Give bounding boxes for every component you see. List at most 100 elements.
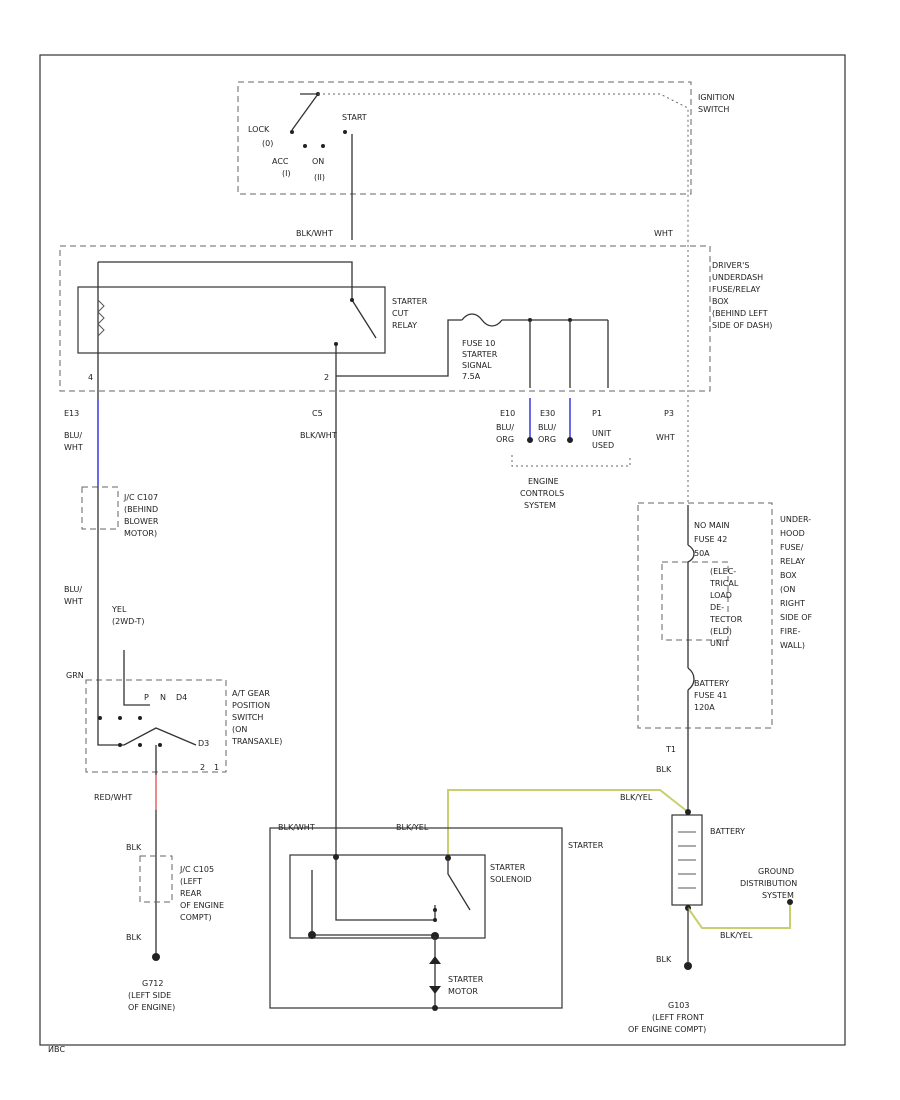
underhood-label-10: WALL) xyxy=(780,641,805,650)
ign-switch-title-1: IGNITION xyxy=(698,93,734,102)
solenoid-label-2: SOLENOID xyxy=(490,875,532,884)
gear-switch-5: TRANSAXLE) xyxy=(231,737,282,746)
underhood-label-1: UNDER- xyxy=(780,515,811,524)
right-connector: P3 xyxy=(664,409,674,418)
g103-ground-point xyxy=(684,962,692,970)
gear-pos-d4: D4 xyxy=(176,693,187,702)
g103-label-1: G103 xyxy=(668,1001,689,1010)
ign-label-lock: LOCK xyxy=(248,125,270,134)
motor-label-1: STARTER xyxy=(448,975,484,984)
ign-label-acc-num: (I) xyxy=(282,169,291,178)
starter-wire-left: BLK/WHT xyxy=(278,823,315,832)
right-pin-t1: T1 xyxy=(665,745,676,754)
starter-assembly: STARTER BLK/WHT BLK/YEL STARTER SOLENOID… xyxy=(269,823,604,1011)
gear-switch-4: (ON xyxy=(232,725,247,734)
fuse-box-pin-a: 4 xyxy=(88,373,93,382)
battery-fuse-3: 120A xyxy=(694,703,715,712)
g103-label-2: (LEFT FRONT xyxy=(652,1013,704,1022)
left-wire1-b: WHT xyxy=(64,443,83,452)
g712-label-3: OF ENGINE) xyxy=(128,1003,175,1012)
eld-unit-3: LOAD xyxy=(710,591,732,600)
left-wire5: BLK xyxy=(126,933,142,942)
starter-label: STARTER xyxy=(568,841,604,850)
underhood-label-7: RIGHT xyxy=(780,599,805,608)
center-wire: BLK/WHT xyxy=(300,431,337,440)
gear-pos-p: P xyxy=(144,693,149,702)
solenoid-label-1: STARTER xyxy=(490,863,526,872)
ec-label-2: CONTROLS xyxy=(520,489,564,498)
motor-label-2: MOTOR xyxy=(448,987,478,996)
right-wire: WHT xyxy=(656,433,675,442)
ground-dist-2: DISTRIBUTION xyxy=(740,879,797,888)
gear-pos-d3: D3 xyxy=(198,739,209,748)
gear-switch-1: A/T GEAR xyxy=(232,689,270,698)
ec-wire-3a: UNIT xyxy=(592,429,611,438)
ignition-switch: LOCK (0) ACC (I) ON (II) START IGNITION … xyxy=(237,81,734,240)
eld-unit-7: UNIT xyxy=(710,639,729,648)
fuse-box-pin-b: 2 xyxy=(324,373,329,382)
jc107-label-3: BLOWER xyxy=(124,517,159,526)
jc105-label-2: (LEFT xyxy=(180,877,202,886)
left-wire3: RED/WHT xyxy=(94,793,132,802)
g712-label-1: G712 xyxy=(142,979,163,988)
underhood-label-8: SIDE OF xyxy=(780,613,812,622)
gear-pos-2: 2 xyxy=(200,763,205,772)
fuse-box-label-2: UNDERDASH xyxy=(712,273,763,282)
ign-label-on-num: (II) xyxy=(314,173,325,182)
ec-pin-1: E10 xyxy=(500,409,515,418)
engine-controls-connection: E10 E30 P1 BLU/ ORG BLU/ ORG UNIT USED E… xyxy=(496,398,631,510)
jc107-label-1: J/C C107 xyxy=(123,493,158,502)
main-fuse-2: FUSE 42 xyxy=(694,535,727,544)
underhood-label-6: (ON xyxy=(780,585,795,594)
diagram-code: ИВС xyxy=(48,1045,65,1054)
ign-switch-title-2: SWITCH xyxy=(698,105,729,114)
wire-wht-top: WHT xyxy=(654,229,673,238)
center-branch: C5 BLK/WHT xyxy=(300,390,337,857)
jc105-label-5: COMPT) xyxy=(180,913,212,922)
ground-dist-1: GROUND xyxy=(758,867,794,876)
ign-label-on: ON xyxy=(312,157,324,166)
underhood-label-9: FIRE- xyxy=(780,627,801,636)
underhood-label-4: RELAY xyxy=(780,557,805,566)
left-wire1-a: BLU/ xyxy=(64,431,82,440)
ign-label-start: START xyxy=(342,113,367,122)
underhood-fuse-relay-box: P3 WHT NO MAIN FUSE 42 50A (ELEC- TRICAL… xyxy=(637,409,812,812)
ign-label-acc: ACC xyxy=(272,157,289,166)
left-connector: E13 xyxy=(64,409,79,418)
underhood-label-3: FUSE/ xyxy=(780,543,804,552)
ec-wire-1a: BLU/ xyxy=(496,423,514,432)
underdash-fuse-relay-box: STARTER CUT RELAY FUSE 10 STARTER SIGNAL… xyxy=(59,240,772,505)
ec-wire-2b: ORG xyxy=(538,435,556,444)
center-connector: C5 xyxy=(312,409,323,418)
fuse-box-label-1: DRIVER'S xyxy=(712,261,749,270)
fuse-label-3: SIGNAL xyxy=(462,361,492,370)
battery-neg-wire: BLK/YEL xyxy=(720,931,753,940)
battery-pos-wire: BLK/YEL xyxy=(620,793,653,802)
g712-label-2: (LEFT SIDE xyxy=(128,991,171,1000)
battery-fuse-1: BATTERY xyxy=(694,679,729,688)
underhood-label-5: BOX xyxy=(780,571,797,580)
ec-pin-2: E30 xyxy=(540,409,555,418)
fuse-box-label-4: BOX xyxy=(712,297,729,306)
eld-unit-4: DE- xyxy=(710,603,724,612)
eld-unit-1: (ELEC- xyxy=(710,567,736,576)
gear-wire-grn: GRN xyxy=(66,671,84,680)
fuse-label-4: 7.5A xyxy=(462,372,481,381)
main-fuse-1: NO MAIN xyxy=(694,521,730,530)
diagram-frame xyxy=(39,54,846,1046)
g712-ground-point xyxy=(152,953,160,961)
jc107-label-4: MOTOR) xyxy=(124,529,157,538)
gear-side-yel: YEL xyxy=(111,605,127,614)
eld-unit-2: TRICAL xyxy=(709,579,739,588)
ec-label-1: ENGINE xyxy=(528,477,559,486)
relay-label-1: STARTER xyxy=(392,297,428,306)
gear-switch-2: POSITION xyxy=(232,701,270,710)
fuse-box-label-6: SIDE OF DASH) xyxy=(712,321,772,330)
battery: BATTERY BLK/YEL BLK/YEL GROUND DISTRIBUT… xyxy=(447,789,797,1034)
left-wire4: BLK xyxy=(126,843,142,852)
right-wire2: BLK xyxy=(656,765,672,774)
left-wire2-a: BLU/ xyxy=(64,585,82,594)
fuse-box-label-3: FUSE/RELAY xyxy=(712,285,760,294)
eld-unit-6: (ELD) xyxy=(710,627,732,636)
